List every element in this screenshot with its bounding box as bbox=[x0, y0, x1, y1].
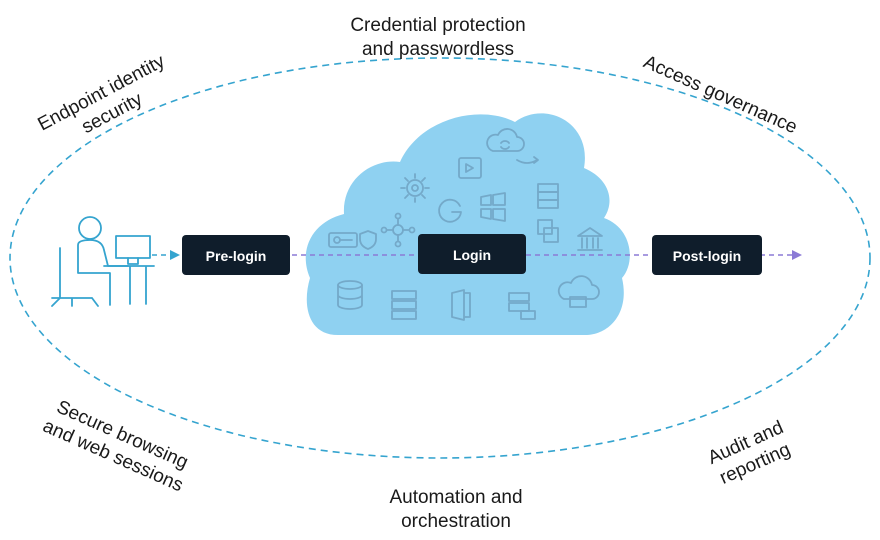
post-login-label: Post-login bbox=[673, 248, 741, 264]
person-at-desk-icon bbox=[51, 216, 155, 307]
svg-text:Access governance: Access governance bbox=[640, 52, 800, 139]
gear-icon bbox=[400, 173, 430, 203]
amazon-icon bbox=[516, 156, 539, 164]
bank-icon bbox=[577, 227, 603, 251]
cloud-shape bbox=[305, 113, 630, 335]
svg-text:Automation and: Automation and bbox=[389, 487, 522, 508]
login-step: Login bbox=[418, 234, 526, 274]
video-icon bbox=[458, 157, 482, 179]
windows-icon bbox=[480, 192, 506, 222]
login-label: Login bbox=[453, 247, 491, 263]
svg-text:orchestration: orchestration bbox=[401, 511, 511, 532]
post-login-step: Post-login bbox=[652, 235, 762, 275]
server-rack-icon bbox=[537, 183, 559, 209]
outer-dashed-ellipse bbox=[9, 57, 871, 459]
automation-orchestration-label: Automation and orchestration bbox=[389, 487, 522, 532]
access-governance-label: Access governance bbox=[640, 52, 800, 139]
svg-text:Credential protection: Credential protection bbox=[350, 15, 525, 36]
pre-login-label: Pre-login bbox=[206, 248, 267, 264]
stacked-squares-icon bbox=[537, 219, 559, 243]
audit-reporting-label: Audit and reporting bbox=[705, 417, 794, 489]
server-card-icon bbox=[508, 292, 536, 320]
cloud-server-icon bbox=[557, 275, 600, 308]
google-icon bbox=[438, 198, 462, 223]
database-icon bbox=[337, 280, 363, 310]
network-hub-icon bbox=[380, 212, 416, 248]
secure-browsing-label: Secure browsing and web sessions bbox=[40, 397, 192, 497]
server-icon bbox=[391, 290, 417, 320]
credential-protection-label: Credential protection and passwordless bbox=[350, 15, 525, 60]
cloud-sync-icon bbox=[486, 128, 525, 152]
key-card-icon bbox=[328, 232, 358, 248]
office-icon bbox=[451, 289, 471, 321]
pre-login-step: Pre-login bbox=[182, 235, 290, 275]
shield-key-icon bbox=[359, 230, 377, 250]
svg-text:and passwordless: and passwordless bbox=[362, 39, 514, 60]
endpoint-identity-label: Endpoint identity security bbox=[34, 51, 168, 138]
